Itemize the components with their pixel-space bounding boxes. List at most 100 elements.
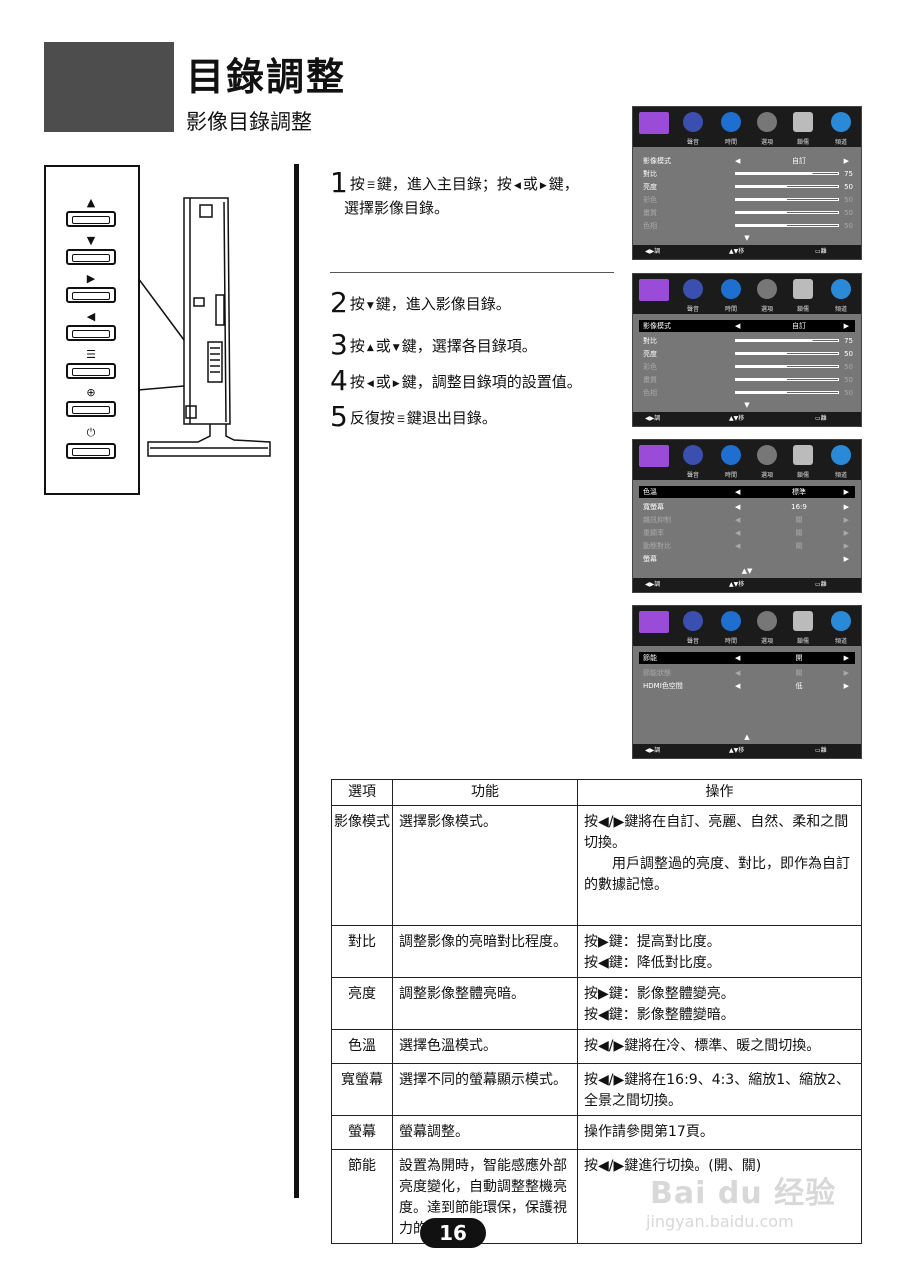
footer-adjust: ◀▶ 調整 <box>645 248 661 269</box>
gear-tab-icon <box>757 112 777 132</box>
footer-exit: ▭ 離開 <box>815 415 827 436</box>
power-button-drawing <box>66 443 116 459</box>
menu-icon: ☰ <box>396 415 405 425</box>
footer-adjust: ◀▶ 調整 <box>645 747 661 768</box>
clock-tab-icon <box>721 279 741 299</box>
control-panel-diagram: ▲ ▼ ▶ ◀ ☰ ⊕ ⏻ <box>44 165 140 495</box>
table-header-row: 選項 功能 操作 <box>331 779 862 806</box>
menu-icon: ☰ <box>366 181 375 191</box>
left-icon: ◀ <box>86 310 96 323</box>
globe-tab-icon <box>831 445 851 465</box>
osd-row: 螢幕▶ <box>643 555 849 563</box>
table-row: 寬螢幕 選擇不同的螢幕顯示模式。 按◀/▶鍵將在16:9、4:3、縮放1、縮放2… <box>331 1063 862 1116</box>
footer-adjust: ◀▶ 調整 <box>645 415 661 436</box>
table-row: 影像模式 選擇影像模式。 按◀/▶鍵將在自訂、亮麗、自然、柔和之間切換。用戶調整… <box>331 805 862 926</box>
page-subtitle: 影像目錄調整 <box>186 110 312 134</box>
page-title: 目錄調整 <box>186 55 347 99</box>
down-arrow-icon: ▼ <box>366 301 374 311</box>
footer-move: ▲▼ 移動 <box>729 747 745 768</box>
scroll-up-icon: ▲ <box>744 733 750 741</box>
clock-tab-icon <box>721 445 741 465</box>
lock-tab-icon <box>793 279 813 299</box>
gear-tab-icon <box>757 611 777 631</box>
watermark-logo: Bai du 经验 <box>650 1176 837 1211</box>
footer-move: ▲▼ 移動 <box>729 415 745 436</box>
right-arrow-icon: ▶ <box>539 181 547 191</box>
watermark-url: jingyan.baidu.com <box>646 1212 794 1231</box>
left-arrow-icon: ◀ <box>366 379 374 389</box>
input-icon: ⊕ <box>86 386 96 399</box>
right-arrow-icon: ▶ <box>392 379 400 389</box>
up-arrow-icon: ▲ <box>366 343 374 353</box>
down-arrow-icon: ▼ <box>392 343 400 353</box>
clock-tab-icon <box>721 611 741 631</box>
footer-move: ▲▼ 移動 <box>729 581 745 602</box>
globe-tab-icon <box>831 611 851 631</box>
osd-row: 重顯率◀關▶ <box>643 529 849 537</box>
picture-tab-icon <box>639 279 669 301</box>
picture-tab-icon <box>639 445 669 467</box>
osd-row: 雜訊抑制◀關▶ <box>643 516 849 524</box>
menu-icon: ☰ <box>86 348 96 361</box>
left-button-drawing <box>66 325 116 341</box>
osd-row-selected: 色溫◀標準▶ <box>639 486 855 498</box>
picture-tab-icon <box>639 611 669 633</box>
table-row: 螢幕 螢幕調整。 操作請參閱第17頁。 <box>331 1115 862 1150</box>
right-button-drawing <box>66 287 116 303</box>
tv-side-view-drawing <box>138 197 271 457</box>
page-number: 16 <box>420 1218 486 1248</box>
table-row: 亮度 調整影像整體亮暗。 按▶鍵：影像整體變亮。按◀鍵：影像整體變暗。 <box>331 977 862 1030</box>
table-row: 色溫 選擇色溫模式。 按◀/▶鍵將在冷、標準、暖之間切換。 <box>331 1029 862 1064</box>
right-icon: ▶ <box>86 272 96 285</box>
lock-tab-icon <box>793 112 813 132</box>
gear-tab-icon <box>757 445 777 465</box>
footer-exit: ▭ 離開 <box>815 581 827 602</box>
scroll-up-down-icon: ▲▼ <box>741 567 753 575</box>
osd-screen-picture-3: 聲音 時間 選項 鎖儒 頻道 色溫◀標準▶ 寬螢幕◀16:9▶ 雜訊抑制◀關▶ … <box>632 439 862 602</box>
footer-exit: ▭ 離開 <box>815 248 827 269</box>
osd-row-selected: 節能◀開▶ <box>639 652 855 664</box>
picture-settings-table: 選項 功能 操作 影像模式 選擇影像模式。 按◀/▶鍵將在自訂、亮麗、自然、柔和… <box>331 779 862 1244</box>
down-icon: ▼ <box>86 234 96 247</box>
osd-row: 節能狀態◀關▶ <box>643 669 849 677</box>
gear-tab-icon <box>757 279 777 299</box>
lock-tab-icon <box>793 445 813 465</box>
table-row: 對比 調整影像的亮暗對比程度。 按▶鍵：提高對比度。按◀鍵：降低對比度。 <box>331 925 862 978</box>
sound-tab-icon <box>683 611 703 631</box>
osd-row: 寬螢幕◀16:9▶ <box>643 503 849 511</box>
osd-row: 動態對比◀關▶ <box>643 542 849 550</box>
globe-tab-icon <box>831 279 851 299</box>
clock-tab-icon <box>721 112 741 132</box>
scroll-down-icon: ▼ <box>744 401 750 409</box>
osd-row: HDMI色空間◀低▶ <box>643 682 849 690</box>
sound-tab-icon <box>683 445 703 465</box>
footer-move: ▲▼ 移動 <box>729 248 745 269</box>
left-arrow-icon: ◀ <box>513 181 521 191</box>
picture-tab-icon <box>639 112 669 134</box>
osd-row-selected: 影像模式◀自訂▶ <box>639 320 855 332</box>
osd-screen-picture-4: 聲音 時間 選項 鎖儒 頻道 節能◀開▶ 節能狀態◀關▶ HDMI色空間◀低▶ … <box>632 605 862 768</box>
scroll-down-icon: ▼ <box>744 234 750 242</box>
globe-tab-icon <box>831 112 851 132</box>
footer-exit: ▭ 離開 <box>815 747 827 768</box>
sound-tab-icon <box>683 112 703 132</box>
menu-button-drawing <box>66 363 116 379</box>
vertical-divider <box>294 164 299 1198</box>
osd-row: 影像模式◀自訂▶ <box>643 157 849 165</box>
down-button-drawing <box>66 249 116 265</box>
